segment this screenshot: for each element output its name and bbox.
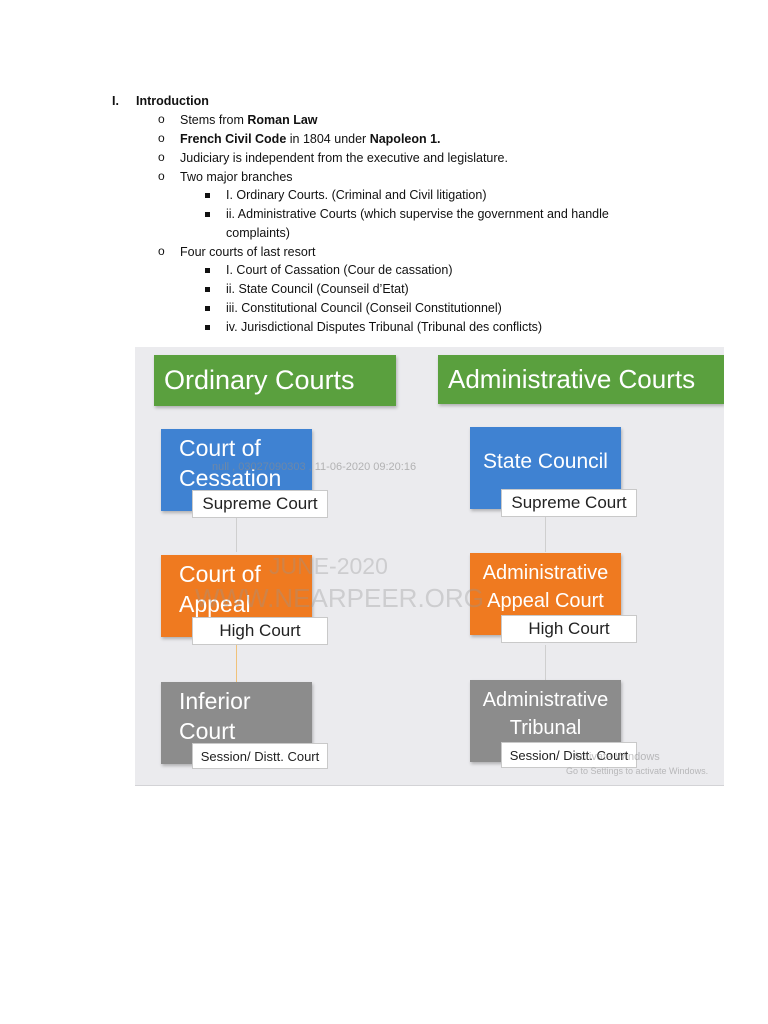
square-bullet-icon — [205, 325, 210, 330]
connector-line — [236, 512, 237, 552]
square-bullet-icon — [205, 287, 210, 292]
circle-bullet-icon: o — [158, 169, 165, 183]
supreme-court-label: Supreme Court — [501, 489, 637, 517]
circle-bullet-icon: o — [158, 244, 165, 258]
month-watermark: JUNE-2020 — [269, 553, 388, 579]
branch-item: ii. Administrative Courts (which supervi… — [226, 207, 609, 221]
high-court-label: High Court — [501, 615, 637, 643]
connector-line — [236, 645, 237, 683]
square-bullet-icon — [205, 212, 210, 217]
administrative-courts-header: Administrative Courts — [438, 355, 724, 404]
timestamp-watermark: null , 03027090303 , 11-06-2020 09:20:16 — [212, 461, 417, 473]
branch-item-continuation: complaints) — [226, 226, 290, 240]
circle-bullet-icon: o — [158, 150, 165, 164]
last-resort-item: I. Court of Cassation (Cour de cassation… — [226, 263, 453, 277]
outline-item: French Civil Code in 1804 under Napoleon… — [180, 132, 441, 146]
section-heading: Introduction — [136, 94, 209, 108]
outline-item: Two major branches — [180, 170, 293, 184]
last-resort-item: iv. Jurisdictional Disputes Tribunal (Tr… — [226, 320, 543, 334]
connector-line — [545, 512, 546, 552]
activate-windows-title: Activate Windows — [573, 751, 660, 763]
connector-line — [545, 645, 546, 683]
session-court-label: Session/ Distt. Court — [501, 742, 637, 768]
session-court-label: Session/ Distt. Court — [192, 743, 328, 769]
outline-item: Judiciary is independent from the execut… — [180, 151, 508, 165]
circle-bullet-icon: o — [158, 131, 165, 145]
high-court-label: High Court — [192, 617, 328, 645]
outline-item: Four courts of last resort — [180, 245, 316, 259]
site-watermark: WWW.NEARPEER.ORG — [195, 583, 484, 613]
activate-windows-subtitle: Go to Settings to activate Windows. — [566, 766, 709, 776]
circle-bullet-icon: o — [158, 112, 165, 126]
section-numeral: I. — [112, 94, 119, 108]
square-bullet-icon — [205, 306, 210, 311]
supreme-court-label: Supreme Court — [192, 490, 328, 518]
square-bullet-icon — [205, 193, 210, 198]
branch-item: I. Ordinary Courts. (Criminal and Civil … — [226, 188, 487, 202]
square-bullet-icon — [205, 268, 210, 273]
outline-item: Stems from Roman Law — [180, 113, 318, 127]
ordinary-courts-header: Ordinary Courts — [154, 355, 396, 406]
last-resort-item: ii. State Council (Counseil d’Etat) — [226, 282, 409, 296]
last-resort-item: iii. Constitutional Council (Conseil Con… — [226, 301, 502, 315]
